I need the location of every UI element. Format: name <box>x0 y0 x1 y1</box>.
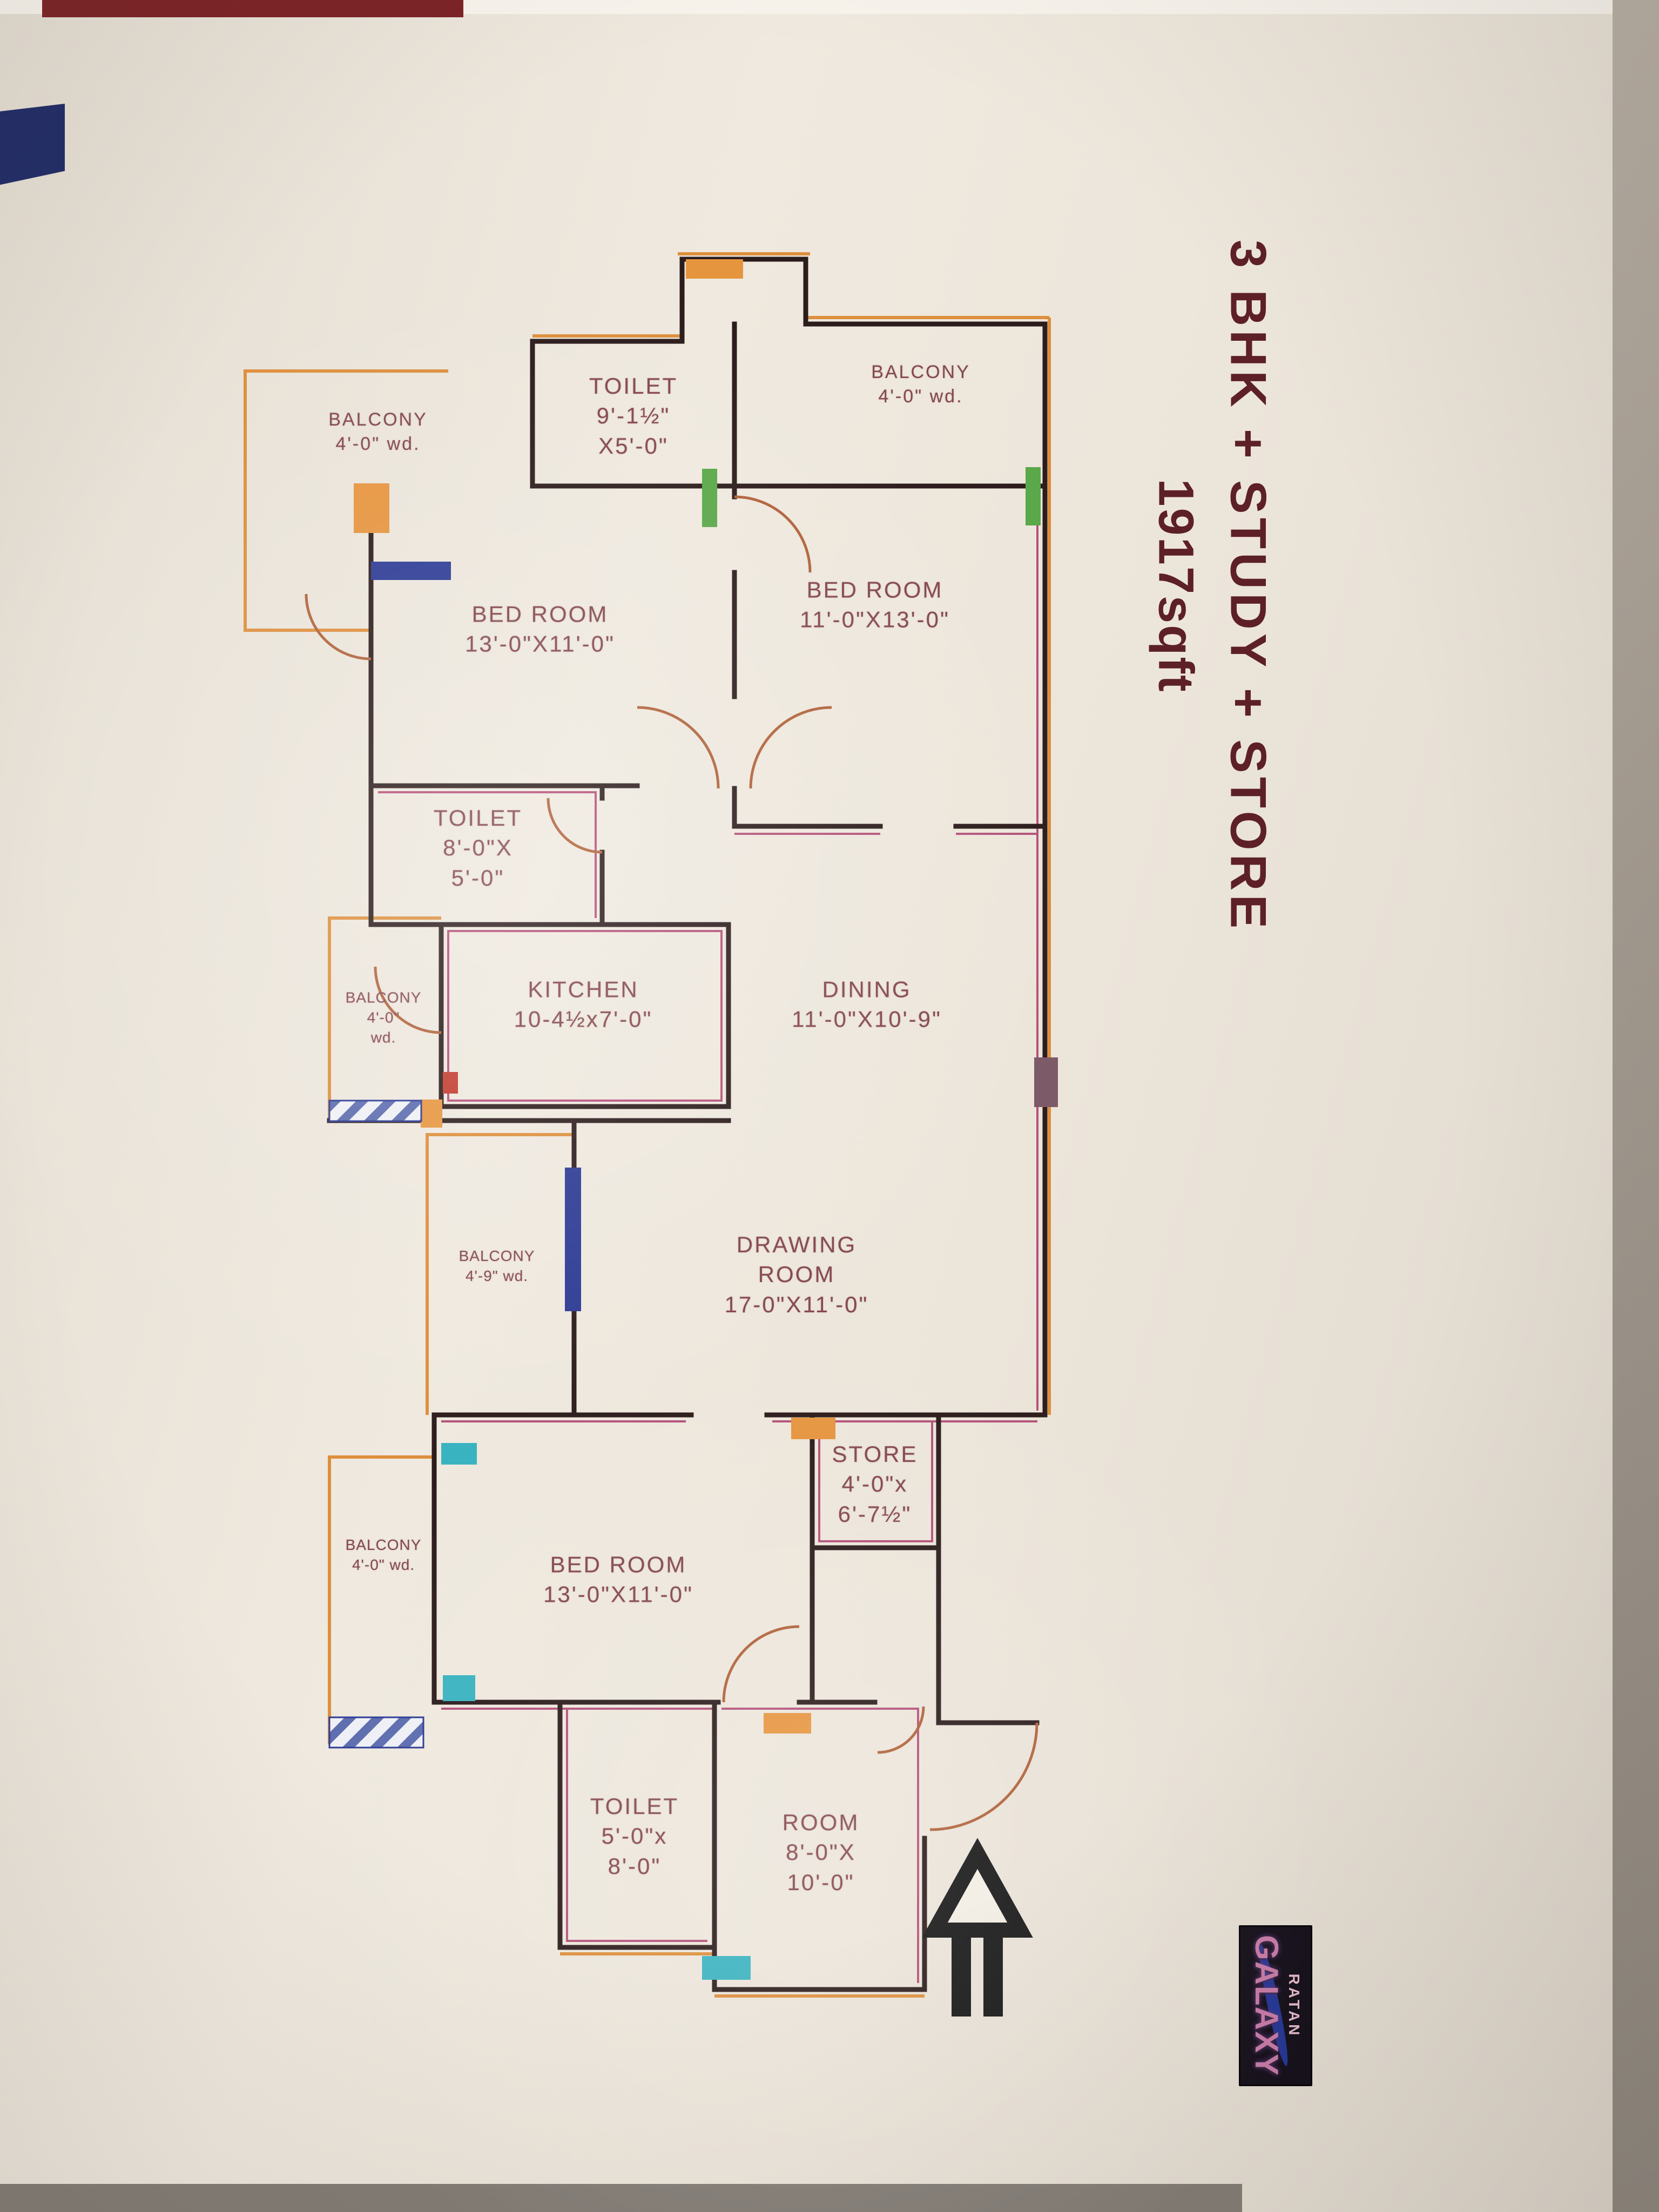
logo-brand-top: RATAN <box>1286 1973 1303 2038</box>
window-hatched <box>328 1100 422 1122</box>
room-label-balcony-mid: BALCONY 4'-9" wd. <box>459 1246 535 1286</box>
room-dims: 11'-0"X13'-0" <box>800 607 950 632</box>
room-dims: 4'-0" wd. <box>335 434 421 454</box>
room-dims: 8'-0"X <box>786 1839 856 1865</box>
room-name: BED ROOM <box>550 1552 687 1577</box>
room-name: BED ROOM <box>471 601 609 627</box>
plan-area-text: 1917sqft <box>1148 478 1204 693</box>
accent-pink-path <box>378 489 1038 1983</box>
marker-orange <box>354 483 389 533</box>
room-name: KITCHEN <box>528 976 639 1002</box>
window-teal <box>441 1443 477 1465</box>
room-label-drawing-room: DRAWING ROOM 17-0"X11'-0" <box>725 1230 869 1319</box>
builder-logo-inner: RATAN GALAXY <box>1239 1925 1312 2086</box>
door-arcs <box>305 495 1038 1831</box>
arrow-head <box>922 1838 1033 1938</box>
room-name: BALCONY <box>871 362 970 383</box>
window-blue <box>565 1168 581 1311</box>
wall-path <box>327 257 1048 1992</box>
room-label-dining: DINING 11'-0"X10'-9" <box>792 975 942 1035</box>
room-name: STORE <box>832 1441 918 1467</box>
window-green <box>702 469 717 527</box>
room-label-kitchen: KITCHEN 10-4½x7'-0" <box>514 975 653 1035</box>
room-name: ROOM <box>782 1809 860 1835</box>
room-dims: X5'-0" <box>598 433 669 458</box>
room-dims: 5'-0"x <box>601 1823 668 1849</box>
window-green <box>1026 467 1041 525</box>
room-name: BALCONY <box>345 989 422 1006</box>
room-label-bedroom-bottom: BED ROOM 13'-0"X11'-0" <box>543 1550 693 1610</box>
room-label-room-bottom: ROOM 8'-0"X 10'-0" <box>783 1808 860 1897</box>
room-name: TOILET <box>589 373 678 399</box>
room-label-toilet-mid: TOILET 8'-0"X 5'-0" <box>434 803 522 893</box>
room-dims: 4'-0"x <box>841 1471 908 1497</box>
room-name: BALCONY <box>345 1536 422 1554</box>
room-dims: 11'-0"X10'-9" <box>792 1007 942 1032</box>
room-label-bedroom-top-right: BED ROOM 11'-0"X13'-0" <box>800 575 950 635</box>
arrow-leg <box>983 1924 1003 2017</box>
builder-logo: RATAN GALAXY <box>1239 1925 1312 2086</box>
room-name: DINING <box>822 976 912 1002</box>
room-label-store: STORE 4'-0"x 6'-7½" <box>832 1439 918 1529</box>
accent-lines-orange <box>244 252 1051 1998</box>
room-label-balcony-top-left: BALCONY 4'-0" wd. <box>328 408 428 456</box>
room-dims: 5'-0" <box>451 865 505 891</box>
window-teal <box>702 1956 751 1980</box>
marker-orange <box>686 259 743 279</box>
window-blue <box>371 562 451 580</box>
room-name: BED ROOM <box>806 577 943 603</box>
walls <box>327 257 1048 1992</box>
room-dims: 10-4½x7'-0" <box>514 1007 653 1032</box>
marker-orange <box>791 1418 835 1439</box>
room-name: TOILET <box>590 1793 679 1819</box>
logo-brand-main: GALAXY <box>1249 1934 1285 2077</box>
room-name: ROOM <box>758 1262 835 1287</box>
marker-orange <box>421 1100 442 1128</box>
room-dims: 10'-0" <box>787 1869 855 1895</box>
accent-lines-pink <box>378 489 1038 1983</box>
room-dims: 13'-0"X11'-0" <box>465 631 615 657</box>
arrow-leg <box>952 1924 971 2017</box>
room-name: TOILET <box>433 805 523 831</box>
room-dims: 4'-0" <box>367 1009 400 1026</box>
window-markers <box>328 259 1058 1980</box>
north-arrow-icon <box>922 1838 1033 2017</box>
room-label-toilet-bottom: TOILET 5'-0"x 8'-0" <box>590 1791 679 1881</box>
door-arc-path <box>305 495 1038 1831</box>
room-label-toilet-top: TOILET 9'-1½" X5'-0" <box>589 371 678 461</box>
room-label-bedroom-top-left: BED ROOM 13'-0"X11'-0" <box>465 599 615 659</box>
room-dims: 4'-0" wd. <box>878 386 963 407</box>
accent-orange-path <box>244 252 1051 1998</box>
door-block-mauve <box>1034 1057 1058 1107</box>
room-label-balcony-kitchen: BALCONY 4'-0" wd. <box>346 988 422 1048</box>
window-teal <box>443 1675 475 1701</box>
room-label-balcony-top-right: BALCONY 4'-0" wd. <box>871 360 970 409</box>
room-dims: 13'-0"X11'-0" <box>543 1582 693 1607</box>
room-dims: 8'-0"X <box>443 835 513 861</box>
room-dims: 8'-0" <box>608 1853 662 1879</box>
room-dims: 9'-1½" <box>596 403 671 429</box>
room-label-balcony-bottom: BALCONY 4'-0" wd. <box>346 1535 422 1575</box>
marker-orange <box>764 1713 811 1734</box>
room-name: DRAWING <box>736 1231 857 1257</box>
marker-stove-red <box>443 1072 458 1094</box>
room-name: BALCONY <box>458 1247 535 1265</box>
room-dims: 17-0"X11'-0" <box>724 1291 869 1317</box>
plan-title-text: 3 BHK + STUDY + STORE <box>1220 239 1277 933</box>
room-dims: 4'-0" wd. <box>352 1556 415 1573</box>
plan-title: 3 BHK + STUDY + STORE 1917sqft <box>1148 224 1278 948</box>
room-name: BALCONY <box>328 409 428 430</box>
room-dims: 4'-9" wd. <box>465 1267 529 1284</box>
room-dims: wd. <box>370 1029 396 1046</box>
room-dims: 6'-7½" <box>838 1501 912 1527</box>
window-hatched <box>328 1716 424 1749</box>
